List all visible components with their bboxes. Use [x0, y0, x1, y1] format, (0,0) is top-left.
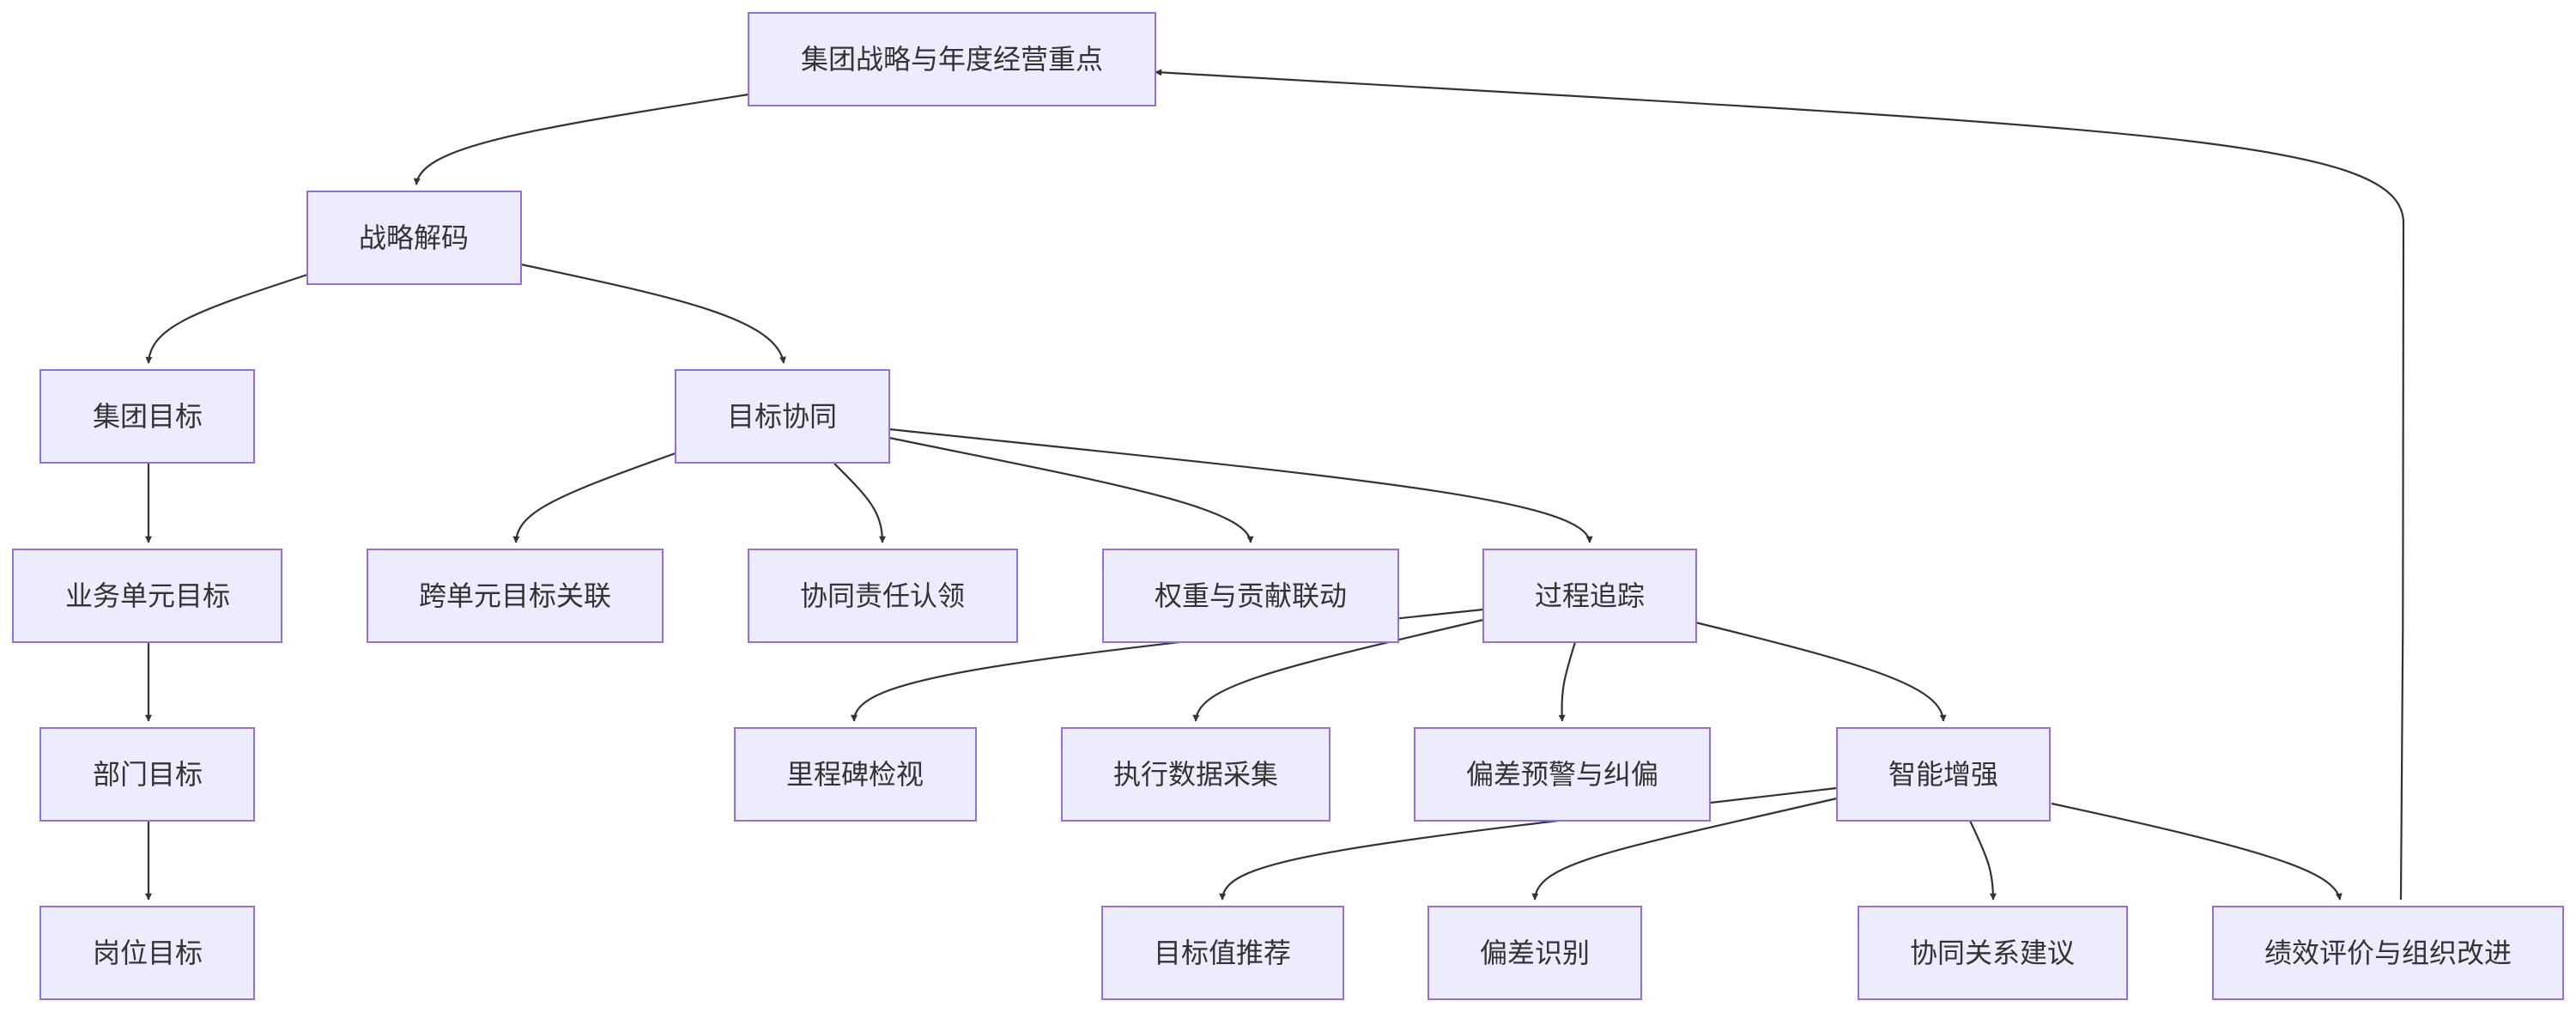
node-group-goal-label: 集团目标	[93, 400, 203, 433]
edge-process-track-exec-data	[1192, 618, 1484, 722]
node-cross-link[interactable]: 跨单元目标关联	[367, 549, 664, 643]
edge-process-track-deviation-alert	[1558, 641, 1577, 722]
edge-goal-collab-collab-claim	[833, 463, 886, 543]
node-strategy-label: 集团战略与年度经营重点	[801, 43, 1103, 76]
node-smart[interactable]: 智能增强	[1836, 727, 2051, 822]
edge-goal-collab-weight-link	[888, 436, 1254, 543]
edge-decode-goal-collab	[520, 263, 786, 364]
node-exec-data[interactable]: 执行数据采集	[1061, 727, 1330, 822]
node-target-recommend-label: 目标值推荐	[1154, 937, 1291, 969]
node-goal-collab-label: 目标协同	[727, 400, 837, 433]
node-dept-goal[interactable]: 部门目标	[39, 727, 255, 822]
node-group-goal[interactable]: 集团目标	[39, 369, 255, 464]
node-process-track-label: 过程追踪	[1535, 579, 1645, 612]
node-deviation-alert[interactable]: 偏差预警与纠偏	[1414, 727, 1711, 822]
node-deviation-alert-label: 偏差预警与纠偏	[1466, 758, 1658, 791]
node-strategy[interactable]: 集团战略与年度经营重点	[748, 12, 1156, 106]
node-process-track[interactable]: 过程追踪	[1482, 549, 1697, 643]
edge-smart-perf-eval	[2051, 802, 2343, 901]
node-collab-claim[interactable]: 协同责任认领	[748, 549, 1018, 643]
node-collab-suggest-label: 协同关系建议	[1910, 937, 2075, 969]
node-goal-collab[interactable]: 目标协同	[675, 369, 890, 464]
edge-smart-collab-suggest	[1969, 820, 1997, 901]
node-bu-goal[interactable]: 业务单元目标	[12, 549, 282, 643]
node-smart-label: 智能增强	[1888, 758, 1998, 791]
node-target-recommend[interactable]: 目标值推荐	[1101, 906, 1344, 1000]
node-decode[interactable]: 战略解码	[306, 191, 522, 285]
node-decode-label: 战略解码	[359, 221, 469, 254]
edge-goal-collab-process-track	[888, 428, 1593, 543]
edge-perf-eval-strategy	[1155, 69, 2405, 901]
node-dept-goal-label: 部门目标	[93, 758, 203, 791]
node-deviation-detect-label: 偏差识别	[1480, 937, 1590, 969]
node-post-goal-label: 岗位目标	[93, 937, 203, 969]
edge-goal-collab-cross-link	[512, 452, 676, 543]
node-perf-eval[interactable]: 绩效评价与组织改进	[2212, 906, 2564, 1000]
node-weight-link[interactable]: 权重与贡献联动	[1102, 549, 1399, 643]
node-deviation-detect[interactable]: 偏差识别	[1427, 906, 1642, 1000]
node-bu-goal-label: 业务单元目标	[65, 579, 230, 612]
node-collab-claim-label: 协同责任认领	[800, 579, 965, 612]
edge-process-track-smart	[1694, 621, 1947, 722]
node-cross-link-label: 跨单元目标关联	[419, 579, 611, 612]
node-milestone-label: 里程碑检视	[786, 758, 924, 791]
node-post-goal[interactable]: 岗位目标	[39, 906, 255, 1000]
node-exec-data-label: 执行数据采集	[1113, 758, 1278, 791]
nodes: 集团战略与年度经营重点 战略解码 集团目标 目标协同 业务单元目标 跨单元目标关…	[12, 12, 2564, 1000]
node-collab-suggest[interactable]: 协同关系建议	[1858, 906, 2128, 1000]
edge-strategy-decode	[413, 93, 749, 185]
node-perf-eval-label: 绩效评价与组织改进	[2264, 937, 2512, 969]
node-weight-link-label: 权重与贡献联动	[1155, 579, 1347, 612]
edge-smart-deviation-detect	[1531, 797, 1838, 901]
node-milestone[interactable]: 里程碑检视	[734, 727, 977, 822]
edge-decode-group-goal	[145, 273, 308, 364]
